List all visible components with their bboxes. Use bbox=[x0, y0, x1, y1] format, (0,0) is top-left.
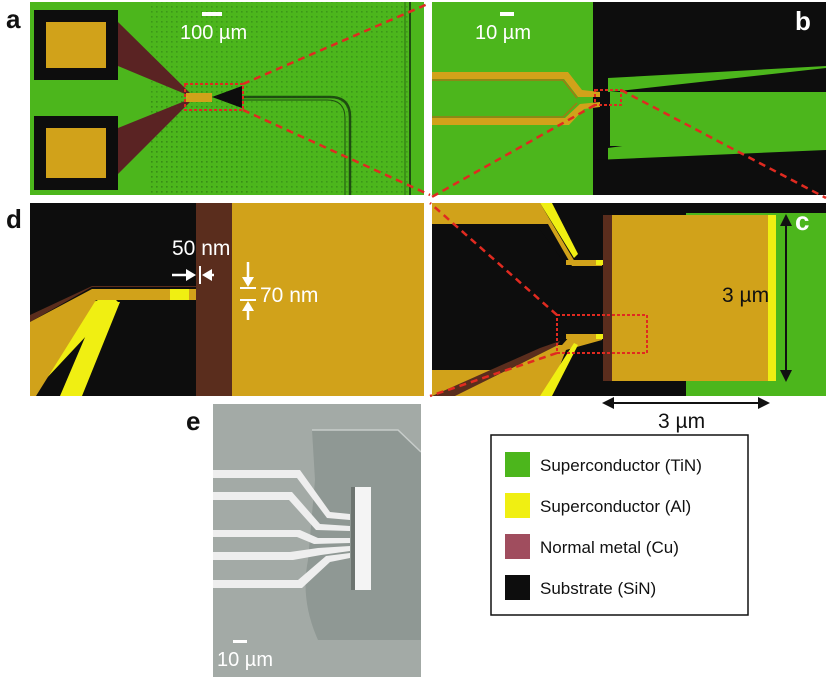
panel-a-scale-label: 100 µm bbox=[180, 22, 247, 44]
panel-c-zoom-box bbox=[556, 314, 648, 354]
legend-box bbox=[490, 434, 749, 616]
panel-c-al-lower bbox=[540, 343, 578, 396]
panel-c-upper-wire bbox=[566, 260, 602, 265]
zoom-line-a-b-bottom bbox=[242, 108, 431, 197]
panel-c-height-label: 3 µm bbox=[722, 284, 769, 307]
legend: Superconductor (TiN) Superconductor (Al) N… bbox=[490, 434, 749, 616]
panel-e-absorber bbox=[355, 487, 371, 590]
panel-c-upper-wire-al bbox=[596, 260, 604, 265]
panel-e-lead-4 bbox=[213, 546, 350, 560]
panel-c-al-upper bbox=[540, 203, 578, 258]
panel-b-lower-lead bbox=[432, 102, 600, 125]
panel-e-lead-5 bbox=[213, 553, 350, 588]
panel-c-tin-top-right bbox=[686, 203, 826, 213]
panel-d-gold-wire bbox=[95, 289, 170, 300]
panel-e-scale-label: 10 µm bbox=[217, 649, 273, 671]
panel-a-gold-strip bbox=[186, 93, 212, 102]
panel-c-width-arrowhead-right bbox=[758, 397, 770, 409]
panel-b-upper-lead bbox=[432, 72, 600, 97]
panel-d-gap-arrowhead-right bbox=[202, 269, 212, 281]
panel-d-al-strip bbox=[60, 302, 120, 396]
panel-c-height-arrowhead-top bbox=[780, 214, 792, 226]
legend-label-2: Normal metal (Cu) bbox=[540, 538, 679, 557]
legend-label-3: Substrate (SiN) bbox=[540, 579, 656, 598]
panel-d-letter: d bbox=[6, 204, 22, 234]
panel-d-al-wire bbox=[170, 289, 189, 300]
panel-b-triangle-fill bbox=[610, 68, 826, 92]
panel-c-lower-wire bbox=[566, 334, 602, 339]
panel-b-letter: b bbox=[795, 6, 811, 36]
panel-c-tin-top-strip bbox=[686, 213, 826, 215]
panel-d-gold-pad bbox=[232, 203, 424, 396]
legend-swatch-1 bbox=[505, 493, 530, 518]
panel-e-scale-bar bbox=[233, 640, 247, 643]
panel-e-absorber-edge bbox=[351, 487, 355, 590]
panel-b-lower-lead-edge bbox=[432, 102, 578, 118]
panel-c-height-arrowhead-bottom bbox=[780, 370, 792, 382]
panel-d-width-arrowhead-top bbox=[242, 277, 254, 287]
panel-a-upper-lead bbox=[118, 22, 190, 96]
zoom-line-a-b-top bbox=[242, 1, 431, 86]
panel-a-scale-bar bbox=[202, 12, 222, 16]
panel-c-al-strip bbox=[768, 215, 776, 381]
panel-a-upper-pad bbox=[46, 22, 106, 68]
legend-label-1: Superconductor (Al) bbox=[540, 497, 691, 516]
panel-c-gold-upper bbox=[432, 203, 602, 266]
panel-c-gold-fan bbox=[432, 203, 570, 396]
panel-a-waveguide-line bbox=[242, 95, 352, 195]
panel-c-width-arrowhead-left bbox=[602, 397, 614, 409]
panel-b-zoom-box bbox=[594, 89, 622, 106]
panel-d-gap-arrowhead-left bbox=[186, 269, 196, 281]
panel-d-width-arrowhead-bottom bbox=[242, 301, 254, 311]
panel-e-lead-3 bbox=[213, 530, 350, 544]
panel-b-scale-label: 10 µm bbox=[475, 22, 531, 44]
zoom-line-b-c-bottom bbox=[429, 103, 596, 200]
panel-e-pad-region-edge bbox=[312, 429, 421, 453]
panel-a-waveguide-line-inner bbox=[242, 99, 346, 195]
panel-a-lower-lead bbox=[118, 99, 190, 174]
panel-c-width-label: 3 µm bbox=[658, 410, 705, 433]
legend-label-0: Superconductor (TiN) bbox=[540, 456, 702, 475]
zoom-line-c-d-top bbox=[429, 202, 558, 316]
panel-d-gold-lead bbox=[30, 289, 170, 396]
zoom-line-b-c-top bbox=[620, 88, 827, 200]
zoom-line-c-d-bottom bbox=[429, 351, 558, 398]
panel-b-scale-bar bbox=[500, 12, 514, 16]
panel-a-letter: a bbox=[6, 4, 21, 34]
panel-c: 3 µm bbox=[432, 203, 826, 396]
panel-a-lower-pad bbox=[46, 128, 106, 178]
panel-b-upper-lead-edge bbox=[432, 79, 578, 99]
panel-c-cu-lower bbox=[432, 341, 560, 396]
legend-swatch-2 bbox=[505, 534, 530, 559]
panel-d-cu-strip bbox=[196, 203, 232, 396]
legend-items: Superconductor (TiN) Superconductor (Al) N… bbox=[505, 452, 702, 600]
panel-b-dark-fill-lower bbox=[595, 150, 826, 195]
legend-swatch-3 bbox=[505, 575, 530, 600]
panel-c-gold-lower-fan bbox=[456, 345, 566, 396]
panel-a-triangle bbox=[212, 86, 242, 108]
panel-e-letter: e bbox=[186, 406, 200, 436]
panel-c-letter: c bbox=[795, 206, 809, 236]
panel-e-leads bbox=[213, 470, 350, 588]
panel-d: 50 nm 70 nm bbox=[30, 203, 424, 396]
panel-c-lower-wire-al bbox=[596, 334, 604, 339]
panel-d-gold-wire-tip bbox=[189, 289, 196, 300]
panel-b: 10 µm bbox=[432, 2, 826, 195]
panel-d-gap-label: 50 nm bbox=[172, 237, 230, 260]
panel-c-cu-strip bbox=[603, 215, 612, 381]
panel-a-zoom-box bbox=[184, 83, 244, 111]
panel-e: 10 µm bbox=[213, 404, 421, 677]
panel-e-lead-2 bbox=[213, 492, 350, 531]
panel-e-lead-1 bbox=[213, 470, 350, 520]
zoom-connectors bbox=[242, 1, 827, 398]
panel-b-triangle-fill-lower bbox=[610, 122, 826, 146]
panel-d-width-label: 70 nm bbox=[260, 284, 318, 307]
legend-swatch-0 bbox=[505, 452, 530, 477]
